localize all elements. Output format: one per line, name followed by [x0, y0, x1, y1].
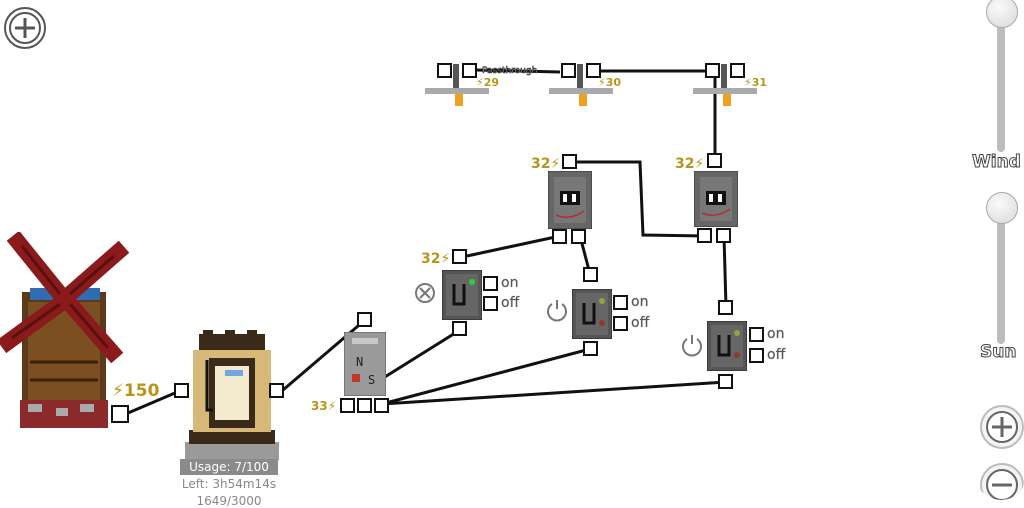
switch-3-off-label: off: [767, 347, 786, 363]
wire: [127, 388, 183, 415]
hub-icon[interactable]: N S: [344, 332, 386, 396]
sun-label: Sun: [979, 342, 1017, 363]
pole-icon[interactable]: [693, 60, 757, 110]
svg-text:N: N: [356, 355, 363, 369]
hub-label: 33⚡: [311, 399, 337, 413]
sun-slider-track[interactable]: [997, 198, 1005, 344]
switch-2-on-label: on: [631, 294, 649, 310]
battery-time-left: Left: 3h54m14s: [181, 477, 277, 491]
zoom-out-button[interactable]: [978, 462, 1024, 500]
pole-icon[interactable]: [549, 60, 613, 110]
switch-1-on-port[interactable]: [483, 276, 498, 291]
pole-2-port-a[interactable]: [561, 63, 576, 78]
switch-3-on-port[interactable]: [749, 327, 764, 342]
switch-1-off-label: off: [501, 295, 520, 311]
transmitter-icon[interactable]: [694, 171, 738, 227]
battery-in-port[interactable]: [174, 383, 189, 398]
hub-port-1[interactable]: [340, 398, 355, 413]
battery-usage: Usage: 7/100: [189, 460, 269, 474]
switch-1-label: 32⚡: [421, 251, 451, 267]
sun-slider-knob[interactable]: [986, 192, 1018, 224]
switch-2-on-port[interactable]: [613, 295, 628, 310]
pole-icon[interactable]: [425, 60, 489, 110]
hub-in-port[interactable]: [357, 312, 372, 327]
switch-1-on-label: on: [501, 275, 519, 291]
switch-2-in-port[interactable]: [583, 267, 598, 282]
wire: [466, 234, 561, 258]
switch-3-on-label: on: [767, 326, 785, 342]
wire: [722, 235, 728, 308]
transmitter-1-port-a[interactable]: [552, 229, 567, 244]
pole-2-port-b[interactable]: [586, 63, 601, 78]
hub-port-2[interactable]: [357, 398, 372, 413]
pole-2-label: ⚡30: [598, 76, 622, 89]
pole-1-tag: Passthrough: [482, 66, 538, 77]
wire: [570, 160, 707, 238]
switch-1-out-port[interactable]: [452, 321, 467, 336]
pole-1-port-b[interactable]: [462, 63, 477, 78]
generator-port[interactable]: [111, 405, 129, 423]
battery-icon[interactable]: [185, 330, 279, 460]
generator-power-label: ⚡150: [112, 381, 160, 401]
add-button[interactable]: [3, 6, 47, 50]
switch-icon[interactable]: [442, 270, 482, 320]
wind-label: Wind: [972, 152, 1022, 173]
transmitter-2-in-port[interactable]: [707, 153, 722, 168]
disabled-icon[interactable]: [414, 282, 436, 304]
switch-1-off-port[interactable]: [483, 296, 498, 311]
switch-2-off-label: off: [631, 315, 650, 331]
power-icon[interactable]: [545, 298, 569, 322]
power-icon[interactable]: [680, 333, 704, 357]
pole-3-port-b[interactable]: [730, 63, 745, 78]
wind-slider-knob[interactable]: [986, 0, 1018, 28]
transmitter-icon[interactable]: [548, 171, 592, 229]
pole-3-port-a[interactable]: [705, 63, 720, 78]
wire: [381, 347, 591, 406]
transmitter-2-port-a[interactable]: [697, 228, 712, 243]
battery-usage-bar: [180, 459, 278, 475]
pole-1-port-a[interactable]: [437, 63, 452, 78]
switch-2-out-port[interactable]: [583, 341, 598, 356]
transmitter-1-in-port[interactable]: [562, 154, 577, 169]
battery-charge: 1649/3000: [196, 494, 262, 508]
wire: [379, 328, 461, 382]
switch-2-off-port[interactable]: [613, 316, 628, 331]
wind-slider-track[interactable]: [997, 0, 1005, 152]
transmitter-2-label: 32⚡: [675, 156, 705, 172]
switch-icon[interactable]: [572, 289, 612, 339]
switch-1-in-port[interactable]: [452, 249, 467, 264]
zoom-in-button[interactable]: [978, 404, 1024, 450]
switch-icon[interactable]: [707, 321, 747, 371]
switch-3-off-port[interactable]: [749, 348, 764, 363]
battery-out-port[interactable]: [269, 383, 284, 398]
windmill-icon[interactable]: [0, 232, 130, 428]
wire: [475, 68, 561, 74]
switch-3-out-port[interactable]: [718, 374, 733, 389]
hub-port-3[interactable]: [374, 398, 389, 413]
transmitter-2-port-b[interactable]: [716, 228, 731, 243]
pole-1-label: ⚡29: [476, 76, 500, 89]
svg-text:S: S: [368, 373, 375, 387]
switch-3-in-port[interactable]: [718, 300, 733, 315]
transmitter-1-label: 32⚡: [531, 156, 561, 172]
transmitter-1-port-b[interactable]: [571, 229, 586, 244]
pole-3-label: ⚡31: [744, 76, 768, 89]
wire: [381, 380, 727, 406]
